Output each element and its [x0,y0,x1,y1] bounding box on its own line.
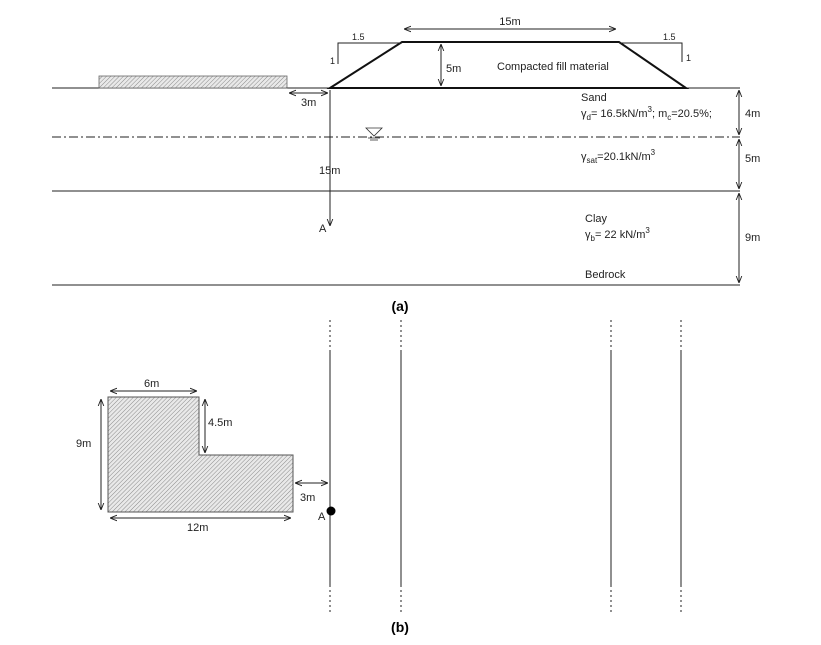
height-label: 5m [446,63,461,75]
sand-thickness-label: 4m [745,108,760,120]
offset-label-plan: 3m [300,492,315,504]
top-width-label: 6m [144,378,159,390]
caption-a: (a) [391,298,408,314]
left-slope-ratio-marker [337,42,402,64]
depth-to-a-label: 15m [319,165,340,177]
point-a-section-label: A [319,223,327,235]
adjacent-footing [98,75,288,89]
point-a-plan-label: A [318,511,326,523]
crest-width-label: 15m [499,16,520,28]
clay-properties: γb= 22 kN/m3 [585,226,650,243]
clay-label: Clay [585,213,608,225]
sat-thickness-label: 5m [745,153,760,165]
sand-properties: γd= 16.5kN/m3; mc=20.5%; [581,105,712,122]
slope-v-left: 1 [330,56,335,66]
fill-material-label: Compacted fill material [497,61,609,73]
water-table-icon [365,127,383,141]
height-label-plan: 9m [76,438,91,450]
right-slope-ratio-marker [619,42,683,62]
sand-label: Sand [581,92,607,104]
l-shaped-footing [107,396,294,513]
slope-h-right: 1.5 [663,32,676,42]
caption-b: (b) [391,619,409,635]
bottom-width-label: 12m [187,522,208,534]
embankment [326,41,690,89]
sat-properties: γsat=20.1kN/m3 [581,148,656,165]
notch-depth-label: 4.5m [208,417,232,429]
offset-label: 3m [301,97,316,109]
clay-thickness-label: 9m [745,232,760,244]
slope-h-left: 1.5 [352,32,365,42]
point-a-marker [326,506,336,516]
slope-v-right: 1 [686,53,691,63]
plan-view: 6m 4.5m 9m 12m 3m A (b) [76,320,682,635]
section-view: 1.5 1 1.5 1 15m 5m Compacted fill materi… [52,16,760,314]
bedrock-label: Bedrock [585,269,626,281]
